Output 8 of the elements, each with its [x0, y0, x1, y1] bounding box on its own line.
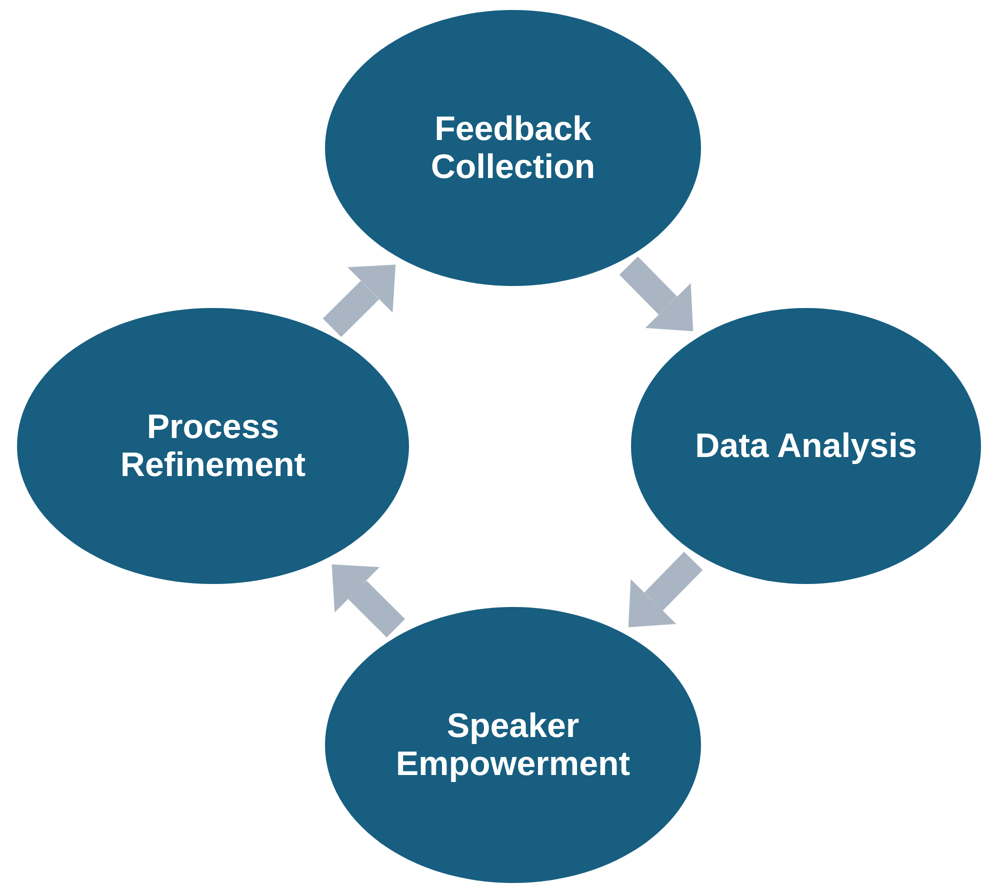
node-label: Process Refinement [119, 408, 307, 484]
block-arrow [619, 256, 694, 332]
block-arrow [322, 264, 396, 337]
block-arrow [628, 552, 703, 628]
node-label: Feedback Collection [430, 110, 596, 186]
block-arrow [332, 564, 406, 638]
node-label: Speaker Empowerment [394, 707, 632, 783]
node-label: Data Analysis [695, 427, 917, 465]
